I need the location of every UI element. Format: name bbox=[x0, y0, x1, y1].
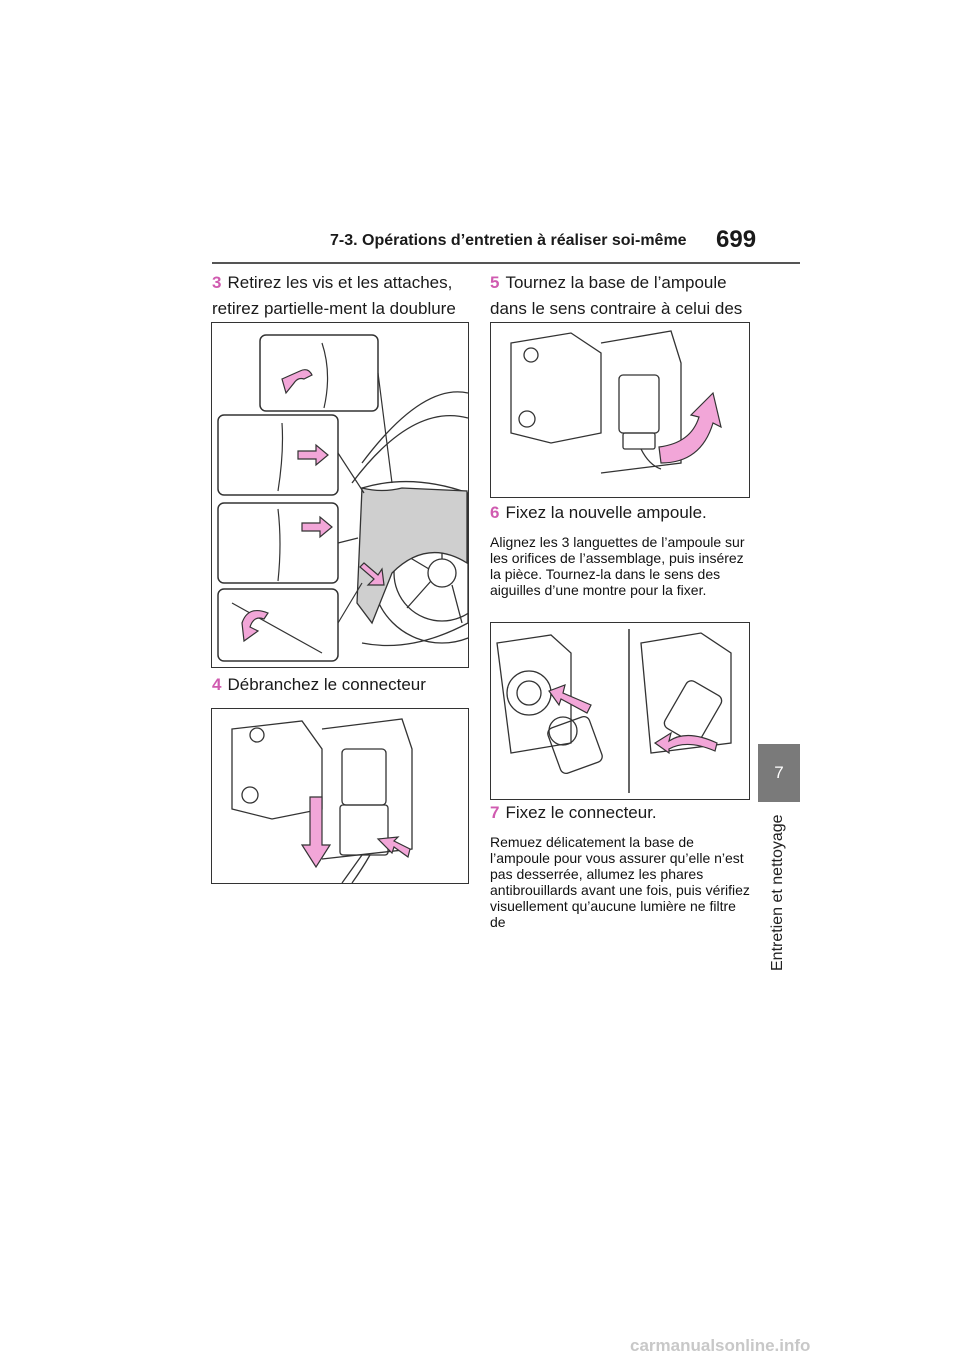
step-4: 4 Débranchez le connecteur bbox=[212, 672, 462, 698]
watermark: carmanualsonline.info bbox=[630, 1336, 811, 1355]
fender-liner-illustration bbox=[217, 334, 468, 662]
bulb-base-illustration bbox=[510, 330, 722, 474]
install-bulb-illustration bbox=[496, 629, 732, 793]
page-number: 699 bbox=[716, 226, 757, 253]
step-number: 5 bbox=[490, 273, 500, 292]
step-text: Fixez la nouvelle ampoule. bbox=[505, 503, 707, 522]
connector-illustration bbox=[231, 718, 413, 883]
section-header: 7-3. Opérations d’entretien à réaliser s… bbox=[330, 232, 687, 249]
step-text: Débranchez le connecteur bbox=[227, 675, 426, 694]
header-divider bbox=[212, 262, 800, 264]
step-7: 7 Fixez le connecteur. bbox=[490, 800, 752, 826]
chapter-number: 7 bbox=[774, 763, 784, 782]
figure-fender-liner bbox=[211, 322, 469, 668]
chapter-tab[interactable]: 7 bbox=[758, 744, 800, 802]
step-number: 4 bbox=[212, 675, 222, 694]
step-6-note: Alignez les 3 languettes de l’ampoule su… bbox=[490, 534, 745, 598]
step-number: 6 bbox=[490, 503, 500, 522]
step-number: 7 bbox=[490, 803, 500, 822]
figure-turn-bulb-base bbox=[490, 322, 750, 498]
step-number: 3 bbox=[212, 273, 222, 292]
step-6: 6 Fixez la nouvelle ampoule. bbox=[490, 500, 752, 526]
figure-install-bulb bbox=[490, 622, 750, 800]
chapter-title: Entretien et nettoyage bbox=[769, 814, 786, 972]
step-7-note: Remuez délicatement la base de l’ampoule… bbox=[490, 834, 750, 930]
figure-disconnect-connector bbox=[211, 708, 469, 884]
step-text: Fixez le connecteur. bbox=[505, 803, 657, 822]
